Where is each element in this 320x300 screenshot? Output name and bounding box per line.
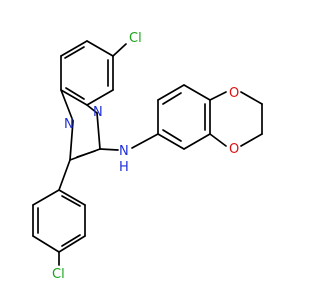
nitrogen-atom-label: N xyxy=(64,117,74,132)
bond xyxy=(131,133,159,149)
bond xyxy=(61,195,81,207)
bond xyxy=(32,189,60,206)
bond xyxy=(58,159,71,191)
bond xyxy=(183,84,211,101)
nitrogen-atom-label: N xyxy=(93,105,103,120)
oxygen-atom-label: O xyxy=(229,142,239,157)
bond xyxy=(60,40,88,57)
bond xyxy=(86,89,114,106)
bond xyxy=(86,40,114,57)
bond xyxy=(58,235,86,253)
bond xyxy=(183,133,211,150)
bond xyxy=(61,234,81,247)
hydrogen-atom-label: H xyxy=(119,160,129,175)
bond xyxy=(240,91,263,105)
bond xyxy=(96,112,101,150)
nitrogen-atom-label: N xyxy=(119,144,129,159)
bond xyxy=(32,235,60,253)
bond xyxy=(209,91,227,101)
bond xyxy=(69,120,74,161)
bond xyxy=(162,129,182,142)
bond-layer xyxy=(32,40,263,266)
bond xyxy=(86,104,98,114)
bond xyxy=(65,87,85,100)
atom-label-layer: Cl N N N H O O Cl xyxy=(52,31,239,282)
bond xyxy=(157,84,185,101)
bond xyxy=(58,189,86,206)
molecule-structure: Cl N N N H O O Cl xyxy=(32,31,263,282)
bond xyxy=(60,89,88,106)
bond xyxy=(157,133,185,150)
bond xyxy=(112,43,127,57)
oxygen-atom-label: O xyxy=(229,86,239,101)
bond xyxy=(99,148,119,151)
bond xyxy=(60,89,74,122)
chlorine-atom-label: Cl xyxy=(129,31,142,46)
bond xyxy=(240,133,263,147)
bond xyxy=(76,150,96,158)
bond xyxy=(209,133,227,147)
chlorine-atom-label: Cl xyxy=(52,267,65,282)
bond xyxy=(64,46,85,59)
bond xyxy=(162,92,182,105)
